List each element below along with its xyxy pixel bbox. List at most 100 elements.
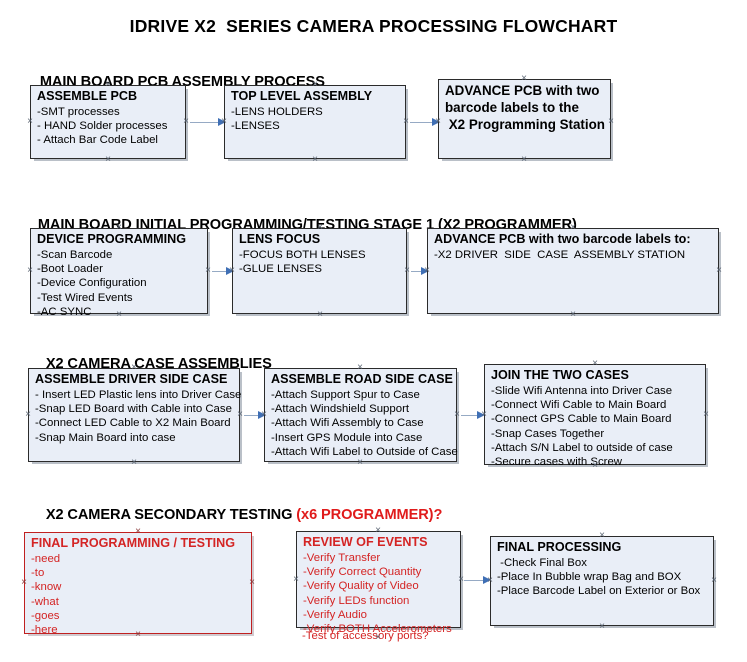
section-heading-accent-text: (x6 PROGRAMMER)? <box>296 507 443 523</box>
node-line: -Test Wired Events <box>37 291 133 304</box>
connector-assemble-pcb-to-top-level-assembly <box>190 122 221 123</box>
node-line: -LENSES <box>231 120 280 133</box>
connector-handle-icon[interactable]: × <box>599 621 605 632</box>
node-line: -goes <box>31 609 60 622</box>
node-line: -Attach S/N Label to outside of case <box>491 441 673 454</box>
node-line: -AC SYNC <box>37 305 92 318</box>
connector-handle-icon[interactable]: × <box>205 265 211 276</box>
connector-handle-icon[interactable]: × <box>183 116 189 127</box>
page-title: IDRIVE X2 SERIES CAMERA PROCESSING FLOWC… <box>129 16 618 36</box>
node-title: DEVICE PROGRAMMING <box>37 232 187 246</box>
connector-handle-icon[interactable]: × <box>237 409 243 420</box>
connector-handle-icon[interactable]: × <box>131 457 137 468</box>
connector-handle-icon[interactable]: × <box>521 73 527 84</box>
connector-handle-icon[interactable]: × <box>135 629 141 640</box>
node-advance-pcb-to-driver-side-case-assembly[interactable]: ADVANCE PCB with two barcode labels to: … <box>427 228 719 314</box>
node-line: -X2 DRIVER SIDE CASE ASSEMBLY STATION <box>434 249 686 261</box>
connector-handle-icon[interactable]: × <box>458 574 464 585</box>
connector-handle-icon[interactable]: × <box>135 526 141 537</box>
connector-handle-icon[interactable]: × <box>105 79 111 90</box>
connector-top-level-assembly-to-advance-pcb <box>410 122 435 123</box>
connector-handle-icon[interactable]: × <box>317 309 323 320</box>
connector-handle-icon[interactable]: × <box>116 309 122 320</box>
node-line: -Verify Correct Quantity <box>303 566 422 579</box>
connector-handle-icon[interactable]: × <box>312 154 318 165</box>
connector-handle-icon[interactable]: × <box>570 222 576 233</box>
connector-handle-icon[interactable]: × <box>711 575 717 586</box>
connector-handle-icon[interactable]: × <box>454 409 460 420</box>
connector-handle-icon[interactable]: × <box>357 457 363 468</box>
connector-handle-icon[interactable]: × <box>293 574 299 585</box>
connector-device-programming-to-lens-focus <box>212 271 229 272</box>
connector-handle-icon[interactable]: × <box>116 222 122 233</box>
connector-handle-icon[interactable]: × <box>27 116 33 127</box>
node-line: - HAND Solder processes <box>37 120 168 133</box>
connector-handle-icon[interactable]: × <box>403 116 409 127</box>
node-lens-focus[interactable]: LENS FOCUS -FOCUS BOTH LENSES -GLUE LENS… <box>232 228 407 314</box>
node-line: -Verify BOTH Accelerometers <box>303 623 452 636</box>
node-assemble-pcb[interactable]: ASSEMBLE PCB -SMT processes - HAND Solde… <box>30 85 186 159</box>
node-line: -need <box>31 553 61 565</box>
connector-handle-icon[interactable]: × <box>599 530 605 541</box>
node-line: -Boot Loader <box>37 263 103 276</box>
connector-handle-icon[interactable]: × <box>570 309 576 320</box>
connector-handle-icon[interactable]: × <box>357 362 363 373</box>
connector-handle-icon[interactable]: × <box>592 358 598 369</box>
node-device-programming[interactable]: DEVICE PROGRAMMING -Scan Barcode -Boot L… <box>30 228 208 318</box>
node-assemble-driver-side-case[interactable]: ASSEMBLE DRIVER SIDE CASE - Insert LED P… <box>28 368 242 462</box>
node-advance-pcb-to-x2-programming-station[interactable]: ADVANCE PCB with two barcode labels to t… <box>438 79 611 159</box>
arrow-right-icon <box>421 267 429 275</box>
node-line: -GLUE LENSES <box>239 263 322 276</box>
node-title: ASSEMBLE DRIVER SIDE CASE <box>35 372 228 386</box>
node-line: - Insert LED Plastic lens into Driver Ca… <box>35 389 242 401</box>
connector-handle-icon[interactable]: × <box>131 362 137 373</box>
connector-handle-icon[interactable]: × <box>249 577 255 588</box>
section-heading-x2-camera-secondary-testing: X2 CAMERA SECONDARY TESTING (x6 PROGRAMM… <box>30 491 443 539</box>
node-line: -SMT processes <box>37 106 120 118</box>
node-final-programming-testing[interactable]: FINAL PROGRAMMING / TESTING -need -to -k… <box>24 532 252 636</box>
node-title: ADVANCE PCB with two <box>445 83 600 98</box>
node-line: -Attach Wifi Assembly to Case <box>271 417 424 430</box>
connector-handle-icon[interactable]: × <box>481 409 487 420</box>
connector-handle-icon[interactable]: × <box>317 222 323 233</box>
connector-handle-icon[interactable]: × <box>424 265 430 276</box>
node-line: -what <box>31 595 59 608</box>
node-line: -Place Barcode Label on Exterior or Box <box>497 585 701 598</box>
connector-handle-icon[interactable]: × <box>229 265 235 276</box>
connector-handle-icon[interactable]: × <box>27 265 33 276</box>
connector-driver-side-to-road-side <box>244 415 261 416</box>
connector-handle-icon[interactable]: × <box>25 409 31 420</box>
node-title: ADVANCE PCB with two barcode labels to: <box>434 232 691 246</box>
connector-handle-icon[interactable]: × <box>375 525 381 536</box>
node-line: -Verify Quality of Video <box>303 580 419 593</box>
connector-handle-icon[interactable]: × <box>261 409 267 420</box>
connector-handle-icon[interactable]: × <box>21 577 27 588</box>
connector-handle-icon[interactable]: × <box>608 116 614 127</box>
node-title: ASSEMBLE ROAD SIDE CASE <box>271 372 453 386</box>
connector-handle-icon[interactable]: × <box>435 116 441 127</box>
node-line: -Verify LEDs function <box>303 594 410 607</box>
node-title: TOP LEVEL ASSEMBLY <box>231 89 373 103</box>
connector-handle-icon[interactable]: × <box>105 154 111 165</box>
connector-handle-icon[interactable]: × <box>404 265 410 276</box>
arrow-right-icon <box>483 576 491 584</box>
connector-handle-icon[interactable]: × <box>592 460 598 471</box>
connector-handle-icon[interactable]: × <box>716 265 722 276</box>
connector-handle-icon[interactable]: × <box>703 409 709 420</box>
connector-handle-icon[interactable]: × <box>487 575 493 586</box>
node-final-processing[interactable]: FINAL PROCESSING -Check Final Box -Place… <box>490 536 714 626</box>
connector-handle-icon[interactable]: × <box>221 116 227 127</box>
node-line: - Attach Bar Code Label <box>37 134 158 147</box>
connector-handle-icon[interactable]: × <box>312 79 318 90</box>
arrow-right-icon <box>218 118 226 126</box>
node-line: barcode labels to the <box>445 100 579 115</box>
node-line: -Attach Wifi Label to Outside of Case <box>271 445 458 458</box>
node-assemble-road-side-case[interactable]: ASSEMBLE ROAD SIDE CASE -Attach Support … <box>264 368 458 462</box>
connector-handle-icon[interactable]: × <box>375 632 381 643</box>
node-join-the-two-cases[interactable]: JOIN THE TWO CASES -Slide Wifi Antenna i… <box>484 364 706 468</box>
node-review-of-events[interactable]: REVIEW OF EVENTS -Verify Transfer -Verif… <box>296 531 461 635</box>
node-top-level-assembly[interactable]: TOP LEVEL ASSEMBLY -LENS HOLDERS -LENSES <box>224 85 406 159</box>
node-title: FINAL PROCESSING <box>497 540 622 554</box>
connector-handle-icon[interactable]: × <box>521 154 527 165</box>
